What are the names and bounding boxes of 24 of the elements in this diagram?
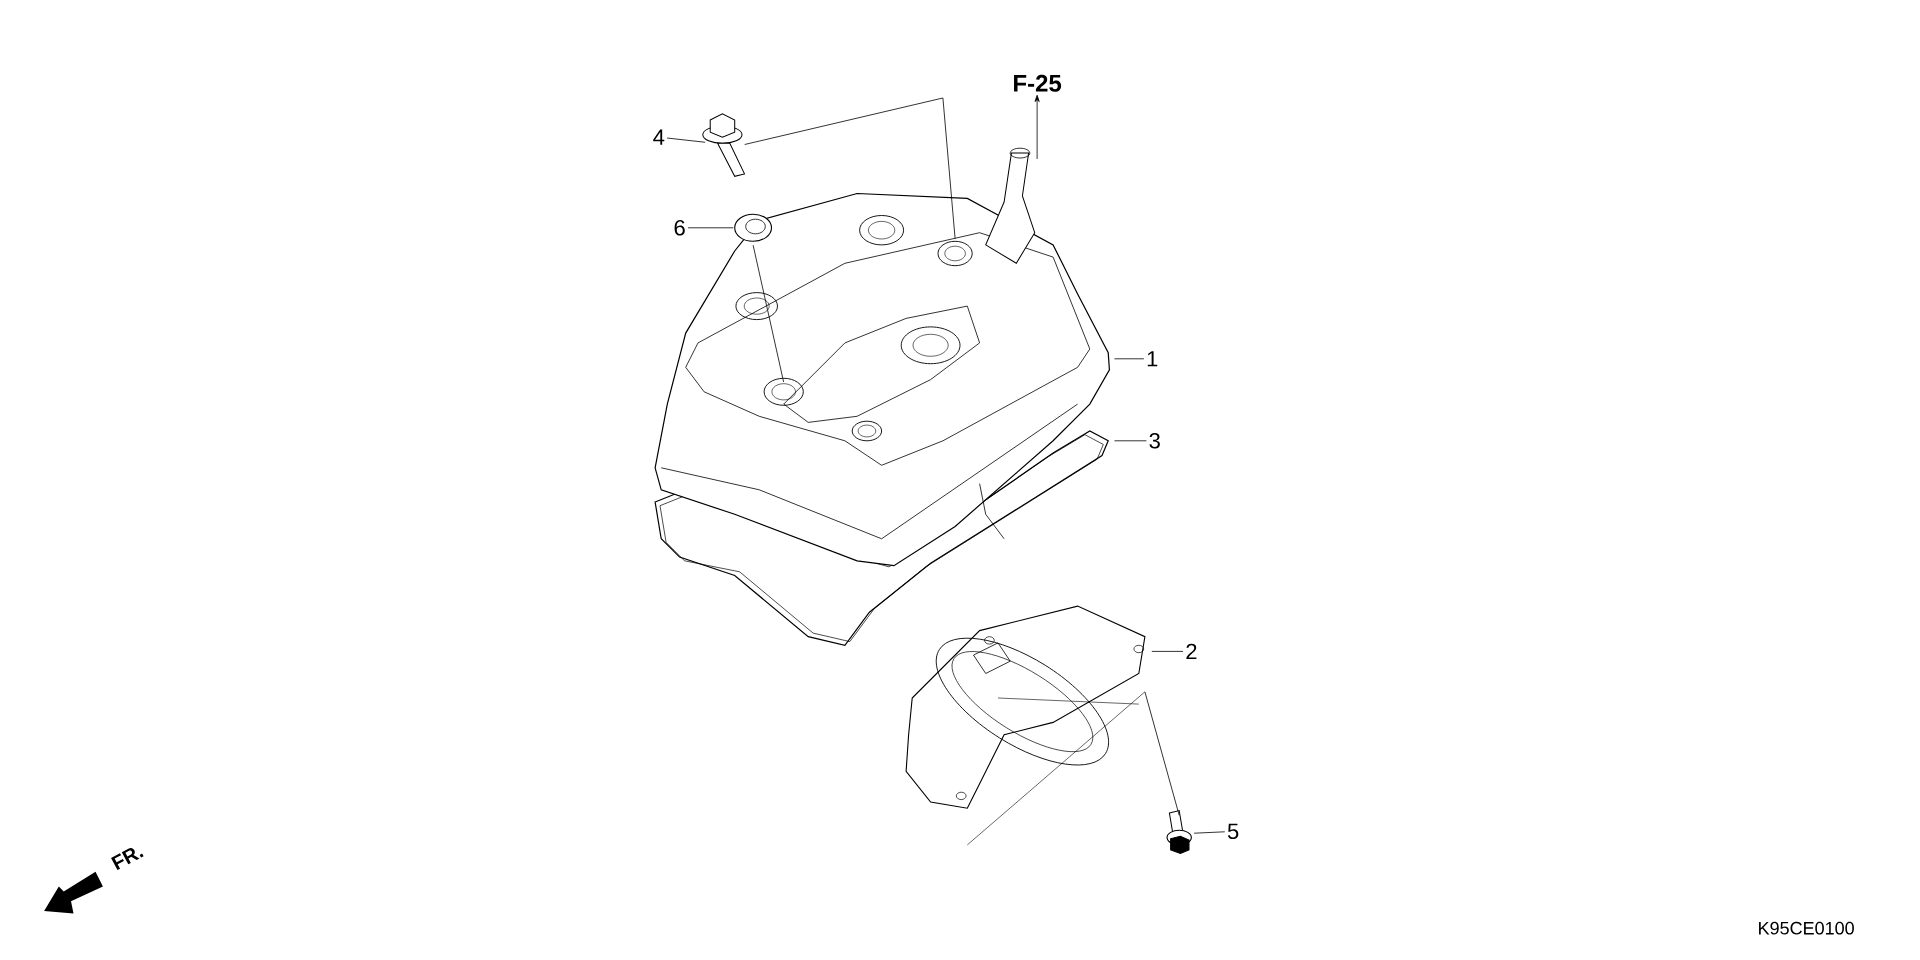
- callout-number: 4: [653, 129, 665, 145]
- assembly-line: [744, 97, 956, 240]
- leader-line: [1151, 651, 1184, 652]
- assembly-line: [1144, 691, 1180, 816]
- plate-drawing: [905, 605, 1146, 809]
- leader-line: [1114, 440, 1147, 442]
- arrow: [1034, 94, 1040, 160]
- valve-cover-drawing: [654, 147, 1111, 567]
- callout-number: 1: [1147, 351, 1158, 367]
- leader-line: [666, 137, 706, 143]
- callout-number: 6: [674, 220, 685, 236]
- callout-number: 3: [1149, 433, 1160, 449]
- reference-label: F-25: [1014, 74, 1062, 92]
- callout-number: 2: [1186, 643, 1197, 660]
- leader-line: [1114, 358, 1145, 360]
- callout-number: 5: [1227, 823, 1239, 840]
- leader-line: [687, 227, 734, 229]
- washer-drawing: [734, 213, 773, 242]
- assembly-line: [752, 244, 784, 383]
- direction-label: FR.: [111, 848, 144, 871]
- leader-line: [1193, 831, 1226, 834]
- drawing-number: K95CE0100: [1759, 921, 1854, 935]
- bolt-drawing: [702, 113, 745, 177]
- bolt-drawing: [1166, 810, 1192, 854]
